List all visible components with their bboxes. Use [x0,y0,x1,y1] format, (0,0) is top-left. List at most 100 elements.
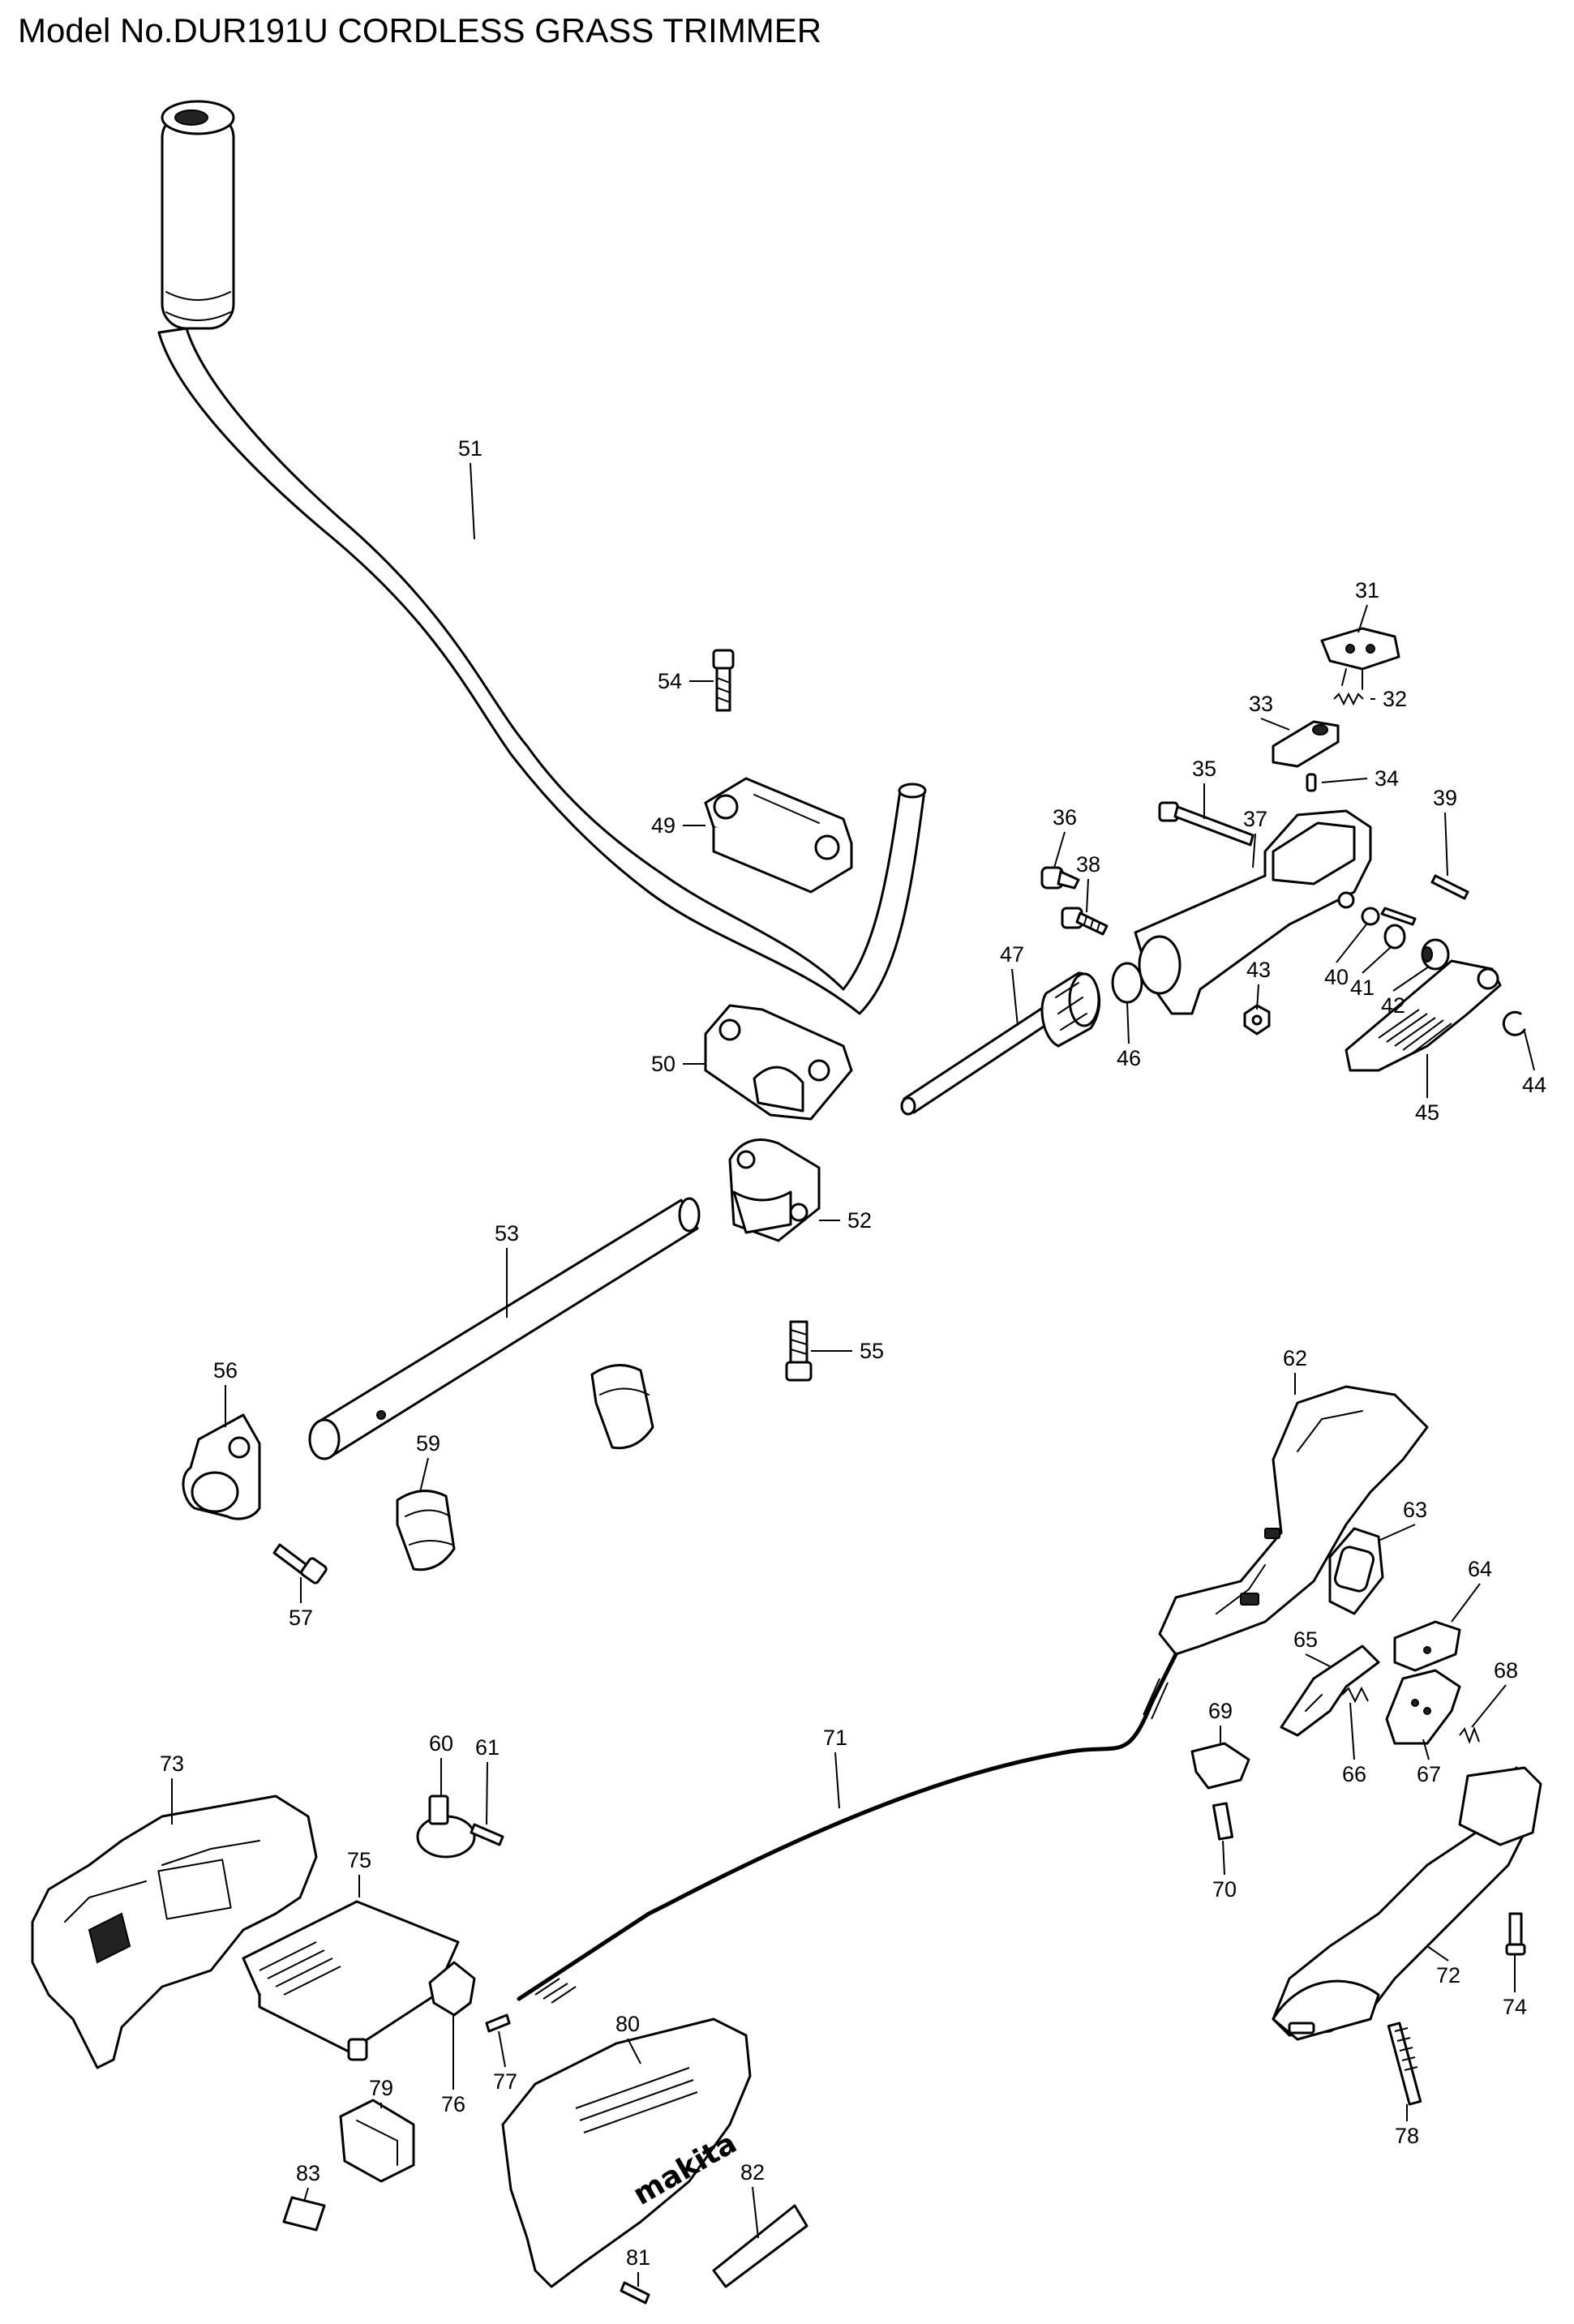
part-42-bushing [1421,938,1450,971]
leader-67 [1422,1739,1430,1760]
leader-51 [470,462,475,540]
part-43-nut [1243,1004,1271,1036]
part-81-screw [620,2281,650,2305]
callout-33: 33 [1249,692,1273,716]
callout-69: 69 [1208,1699,1233,1723]
callout-52: 52 [847,1208,872,1233]
leader-46 [1126,1001,1130,1044]
part-57-screw [272,1543,328,1584]
callout-57: 57 [289,1606,313,1630]
callout-36: 36 [1053,805,1077,830]
part-46-o-ring [1111,962,1143,1004]
callout-44: 44 [1522,1073,1546,1097]
part-37-housing [1134,809,1372,1015]
callout-51: 51 [458,436,482,461]
part-61-screw [470,1823,504,1846]
callout-54: 54 [658,669,682,693]
leader-42 [1392,966,1430,992]
part-56-bracket [182,1413,261,1520]
part-54-screw [712,649,735,712]
leader-59 [419,1457,429,1493]
part-74-screw [1505,1912,1526,1956]
callout-62: 62 [1283,1346,1307,1370]
pin-unlabeled [1380,907,1417,926]
part-67-switch-lever [1385,1669,1461,1745]
callout-64: 64 [1468,1557,1492,1581]
part-41-ring [1383,924,1406,950]
callout-55: 55 [860,1339,884,1363]
callout-76: 76 [441,2092,465,2116]
callout-39: 39 [1433,786,1457,810]
part-31-lever [1320,627,1400,690]
leader-65 [1305,1653,1331,1667]
part-77-screw [485,2013,511,2033]
part-59-spring-clip [396,1490,456,1571]
part-64-switch [1393,1620,1461,1672]
part-32-spring [1333,692,1364,706]
leader-63 [1378,1524,1416,1541]
part-70-screw [1212,1802,1234,1841]
callout-67: 67 [1417,1762,1441,1786]
part-36-bolt [1040,866,1080,890]
part-53-main-tube [308,1197,701,1460]
part-82-label [712,2204,808,2288]
part-38-screw [1061,907,1109,936]
callout-56: 56 [213,1358,238,1383]
callout-32: 32 [1383,687,1407,711]
callout-68: 68 [1494,1658,1518,1683]
part-52-shaft-clamp [728,1138,821,1242]
part-65-trigger [1280,1644,1380,1737]
leader-37 [1252,833,1256,868]
callout-40: 40 [1324,965,1349,989]
callout-81: 81 [626,2245,650,2270]
callout-72: 72 [1436,1963,1460,1987]
leader-38 [1086,878,1089,913]
callout-70: 70 [1212,1877,1237,1902]
part-66-spring [1341,1686,1369,1704]
callout-37: 37 [1243,807,1267,831]
part-34-pin [1306,773,1317,792]
part-35-bolt [1158,801,1254,847]
callout-41: 41 [1350,975,1375,1000]
part-69-clip [1190,1742,1250,1790]
leader-41 [1362,946,1392,974]
part-73-motor-housing [31,1794,318,2069]
part-51-loop-handle [157,100,927,1015]
part-68-spring [1459,1726,1480,1744]
leader-77 [498,2030,506,2068]
callout-77: 77 [493,2069,517,2094]
callout-43: 43 [1246,958,1271,982]
leader-36 [1053,831,1066,868]
part-55-screw [785,1320,813,1382]
callout-83: 83 [296,2161,320,2185]
part-83-label [282,2196,326,2232]
callout-47: 47 [1000,942,1024,967]
leader-47 [1011,968,1019,1027]
callout-71: 71 [823,1726,847,1750]
part-71-drive-cable [517,1652,1178,2004]
callout-66: 66 [1342,1762,1366,1786]
callout-73: 73 [160,1752,184,1776]
leader-34 [1321,778,1368,783]
callout-34: 34 [1375,766,1399,791]
part-63-pad [1328,1527,1384,1615]
leader-31 [1357,604,1368,633]
clip-unlabeled [590,1364,654,1450]
leader-68 [1471,1684,1507,1728]
part-39-pin [1430,874,1469,900]
part-33-lock-button [1272,720,1340,768]
callout-78: 78 [1395,2124,1419,2148]
callout-45: 45 [1415,1100,1439,1125]
callout-35: 35 [1192,757,1216,781]
callout-53: 53 [495,1221,519,1246]
part-76-clip [428,1961,476,2017]
leader-82 [752,2186,759,2239]
leader-66 [1349,1702,1355,1760]
leader-43 [1256,984,1259,1010]
callout-65: 65 [1293,1627,1318,1652]
leader-39 [1444,812,1448,877]
part-44-e-ring [1502,1010,1526,1036]
part-72-rear-handle [1272,1766,1542,2041]
part-45-lever [1345,959,1502,1072]
